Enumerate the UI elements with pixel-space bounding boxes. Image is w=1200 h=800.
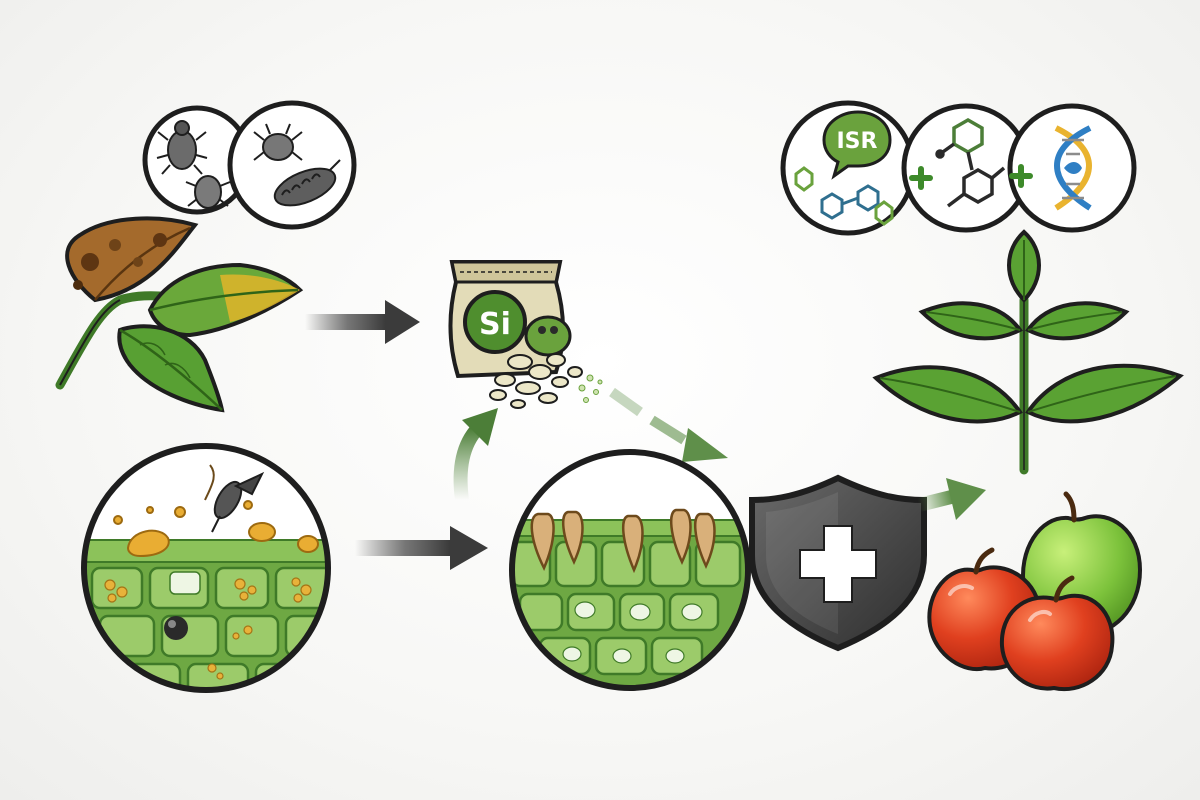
arrow-right: [305, 300, 420, 344]
aphid-feeding-icon: [211, 471, 265, 533]
silicon-label: Si: [479, 307, 511, 342]
silicon-fertilizer-bag-icon: Si: [448, 260, 603, 409]
mite-icon: [253, 123, 303, 161]
aphid-icon: [185, 175, 231, 209]
shield-cross-icon: [749, 474, 927, 652]
dna-icon: [1054, 125, 1092, 211]
silica-spike-icon: [530, 508, 716, 574]
apples-icon: [927, 491, 1143, 692]
diseased-leaf-icon: [55, 216, 304, 413]
arrow-up-curved: [453, 408, 498, 507]
insect-pests-icon: [142, 100, 357, 230]
silicified-cell-cross-section-icon: [509, 449, 751, 691]
molecule-icon: [935, 117, 1006, 208]
defense-signaling-group: ISR: [780, 100, 1137, 236]
healthy-plant-icon: [872, 229, 1184, 475]
isr-signaling-icon: ISR: [794, 110, 894, 226]
isr-label: ISR: [837, 129, 878, 154]
aphid-icon: [156, 120, 208, 175]
arrow-right: [355, 526, 488, 570]
plus-icon: [1009, 164, 1033, 188]
arrow-down-right: [609, 387, 728, 462]
infected-leaf-cross-section-icon: [81, 443, 331, 693]
arrow-right: [917, 478, 986, 520]
plus-icon: [909, 166, 933, 190]
grub-icon: [273, 159, 341, 207]
